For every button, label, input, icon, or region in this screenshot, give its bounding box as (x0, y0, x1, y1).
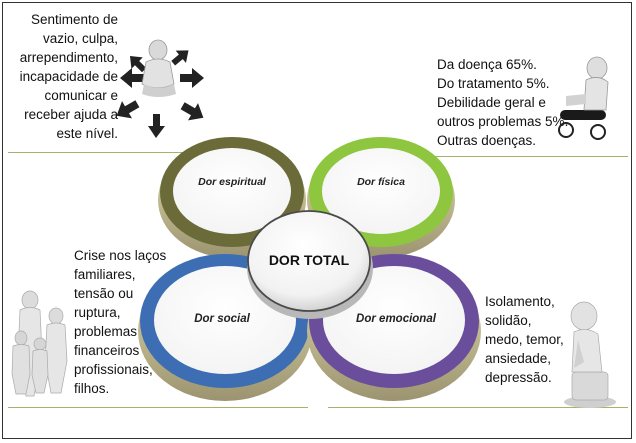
thinking-person-icon (564, 301, 616, 408)
person-with-arrows-icon (116, 39, 204, 138)
desc-line: incapacidade de (19, 69, 118, 84)
desc-line: ansiedade, (485, 351, 552, 366)
desc-line: profissionais, (74, 362, 153, 377)
desc-line: financeiros e (74, 343, 151, 358)
label-social: Dor social (194, 313, 250, 325)
desc-line: receber ajuda a (24, 107, 118, 122)
label-fisica: Dor física (357, 176, 405, 188)
desc-line: Debilidade geral e (437, 95, 546, 110)
desc-line: Crise nos laços (74, 248, 167, 263)
desc-line: Do tratamento 5%. (437, 76, 550, 91)
separator-bottom-right (328, 407, 628, 408)
desc-line: ruptura, (74, 305, 121, 320)
desc-line: depressão. (485, 370, 552, 385)
desc-line: vazio, culpa, (42, 31, 118, 46)
desc-line: este nível. (56, 126, 118, 141)
desc-line: familiares, (74, 267, 136, 282)
person-in-wheelchair-icon (558, 56, 609, 140)
desc-line: solidão, (485, 313, 532, 328)
desc-line: problemas (74, 324, 138, 339)
espiritual-center (173, 148, 291, 234)
label-espiritual: Dor espiritual (198, 176, 267, 188)
desc-fisica: Da doença 65%. Do tratamento 5%. Debilid… (437, 55, 568, 150)
desc-line: Da doença 65%. (437, 57, 537, 72)
desc-line: medo, temor, (485, 332, 564, 347)
family-icon (11, 290, 68, 397)
desc-emocional: Isolamento, solidão, medo, temor, ansied… (485, 292, 564, 387)
separator-bottom-left (8, 407, 308, 408)
desc-line: filhos. (74, 381, 110, 396)
desc-line: Isolamento, (485, 294, 555, 309)
fisica-center (322, 148, 440, 234)
separator-top-right (388, 156, 628, 157)
desc-line: tensão ou (74, 286, 134, 301)
desc-line: Outras doenças. (437, 133, 537, 148)
desc-social: Crise nos laços familiares, tensão ou ru… (74, 246, 166, 398)
desc-espiritual: Sentimento de vazio, culpa, arrependimen… (10, 10, 118, 143)
center-disc (247, 210, 371, 312)
desc-line: Sentimento de (30, 12, 118, 27)
desc-line: comunicar e (44, 88, 118, 103)
desc-line: arrependimento, (19, 50, 118, 65)
label-emocional: Dor emocional (356, 313, 437, 325)
center-dor-total: DOR TOTAL (247, 210, 373, 319)
desc-line: outros problemas 5%. (437, 114, 569, 129)
center-label: DOR TOTAL (269, 252, 350, 268)
diagram-frame (2, 2, 632, 439)
separator-top-left (8, 152, 248, 153)
